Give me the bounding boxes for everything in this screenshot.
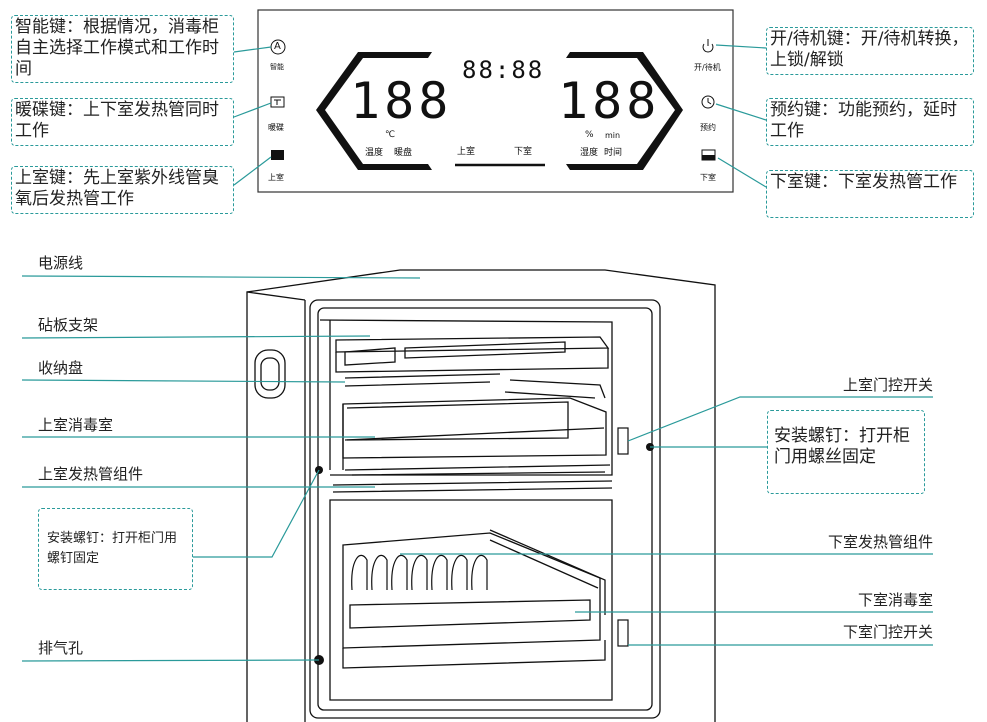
lower-door-switch: [617, 619, 629, 647]
left-digit-display: 188: [350, 72, 453, 130]
smart-key-callout: 智能键：根据情况，消毒柜自主选择工作模式和工作时间: [11, 15, 234, 83]
schedule-key-label: 预约: [700, 123, 716, 132]
power-key-icon: [702, 39, 714, 53]
lower-heater-tubes: [351, 554, 488, 591]
clock-display: 88:88: [462, 56, 545, 84]
smart-key-label: 智能: [270, 63, 284, 71]
schedule-key-callout: 预约键：功能预约，延时工作: [766, 98, 974, 146]
lower-switch-label: 下室门控开关: [842, 623, 933, 641]
lower-heater-label: 下室发热管组件: [827, 533, 933, 551]
temperature-label: 温度: [365, 148, 384, 158]
schedule-key-icon-hands: [707, 98, 712, 105]
left-display-bracket: [316, 52, 432, 170]
part-leader-lines: [21, 275, 933, 662]
lower-key-label: 下室: [700, 173, 716, 182]
panel-leader-lines: [233, 44, 767, 188]
upper-switch-label: 上室门控开关: [842, 376, 933, 394]
cabinet: [246, 269, 716, 722]
upper-room-label: 上室: [457, 147, 476, 157]
unit-percent: %: [585, 130, 594, 140]
time-label: 时间: [604, 148, 623, 158]
right-digit-display: 188: [558, 72, 661, 130]
unit-minutes: min: [605, 131, 621, 140]
warm-dish-key-icon-mark: [274, 99, 281, 105]
upper-door-switch: [617, 427, 629, 455]
upper-chamber-label: 上室消毒室: [38, 416, 114, 434]
power-key-callout: 开/待机键：开/待机转换，上锁/解锁: [766, 27, 974, 75]
vent-label: 排气孔: [38, 639, 84, 657]
upper-key-callout: 上室键：先上室紫外线管臭氧后发热管工作: [11, 166, 234, 214]
lower-chamber-label: 下室消毒室: [857, 591, 933, 609]
upper-key-label: 上室: [268, 173, 284, 182]
humidity-label: 湿度: [580, 148, 599, 158]
schedule-key-icon: [701, 95, 715, 109]
unit-celsius: ℃: [385, 130, 396, 140]
board-rack-label: 砧板支架: [38, 316, 99, 334]
upper-heater-label: 上室发热管组件: [38, 465, 144, 483]
power-cord-label: 电源线: [38, 254, 84, 272]
right-screw-callout: 安装螺钉：打开柜门用螺丝固定: [767, 410, 925, 494]
lower-key-callout: 下室键：下室发热管工作: [766, 170, 974, 218]
right-display-bracket: [566, 52, 683, 170]
warm-dish-key-label: 暖碟: [268, 123, 284, 132]
control-panel: [257, 9, 734, 193]
left-screw-callout: 安装螺钉：打开柜门用螺钉固定: [38, 508, 193, 590]
lower-key-icon-fill: [702, 155, 715, 160]
smart-key-letter: A: [274, 41, 281, 52]
power-key-label: 开/待机: [694, 63, 721, 72]
lower-room-label: 下室: [514, 147, 533, 157]
warm-dish-key-callout: 暖碟键：上下室发热管同时工作: [11, 98, 234, 146]
warm-plate-label: 暖盘: [394, 148, 413, 158]
upper-key-icon: [271, 150, 284, 160]
tray-label: 收纳盘: [38, 359, 84, 377]
warm-dish-key-icon: [270, 96, 285, 108]
